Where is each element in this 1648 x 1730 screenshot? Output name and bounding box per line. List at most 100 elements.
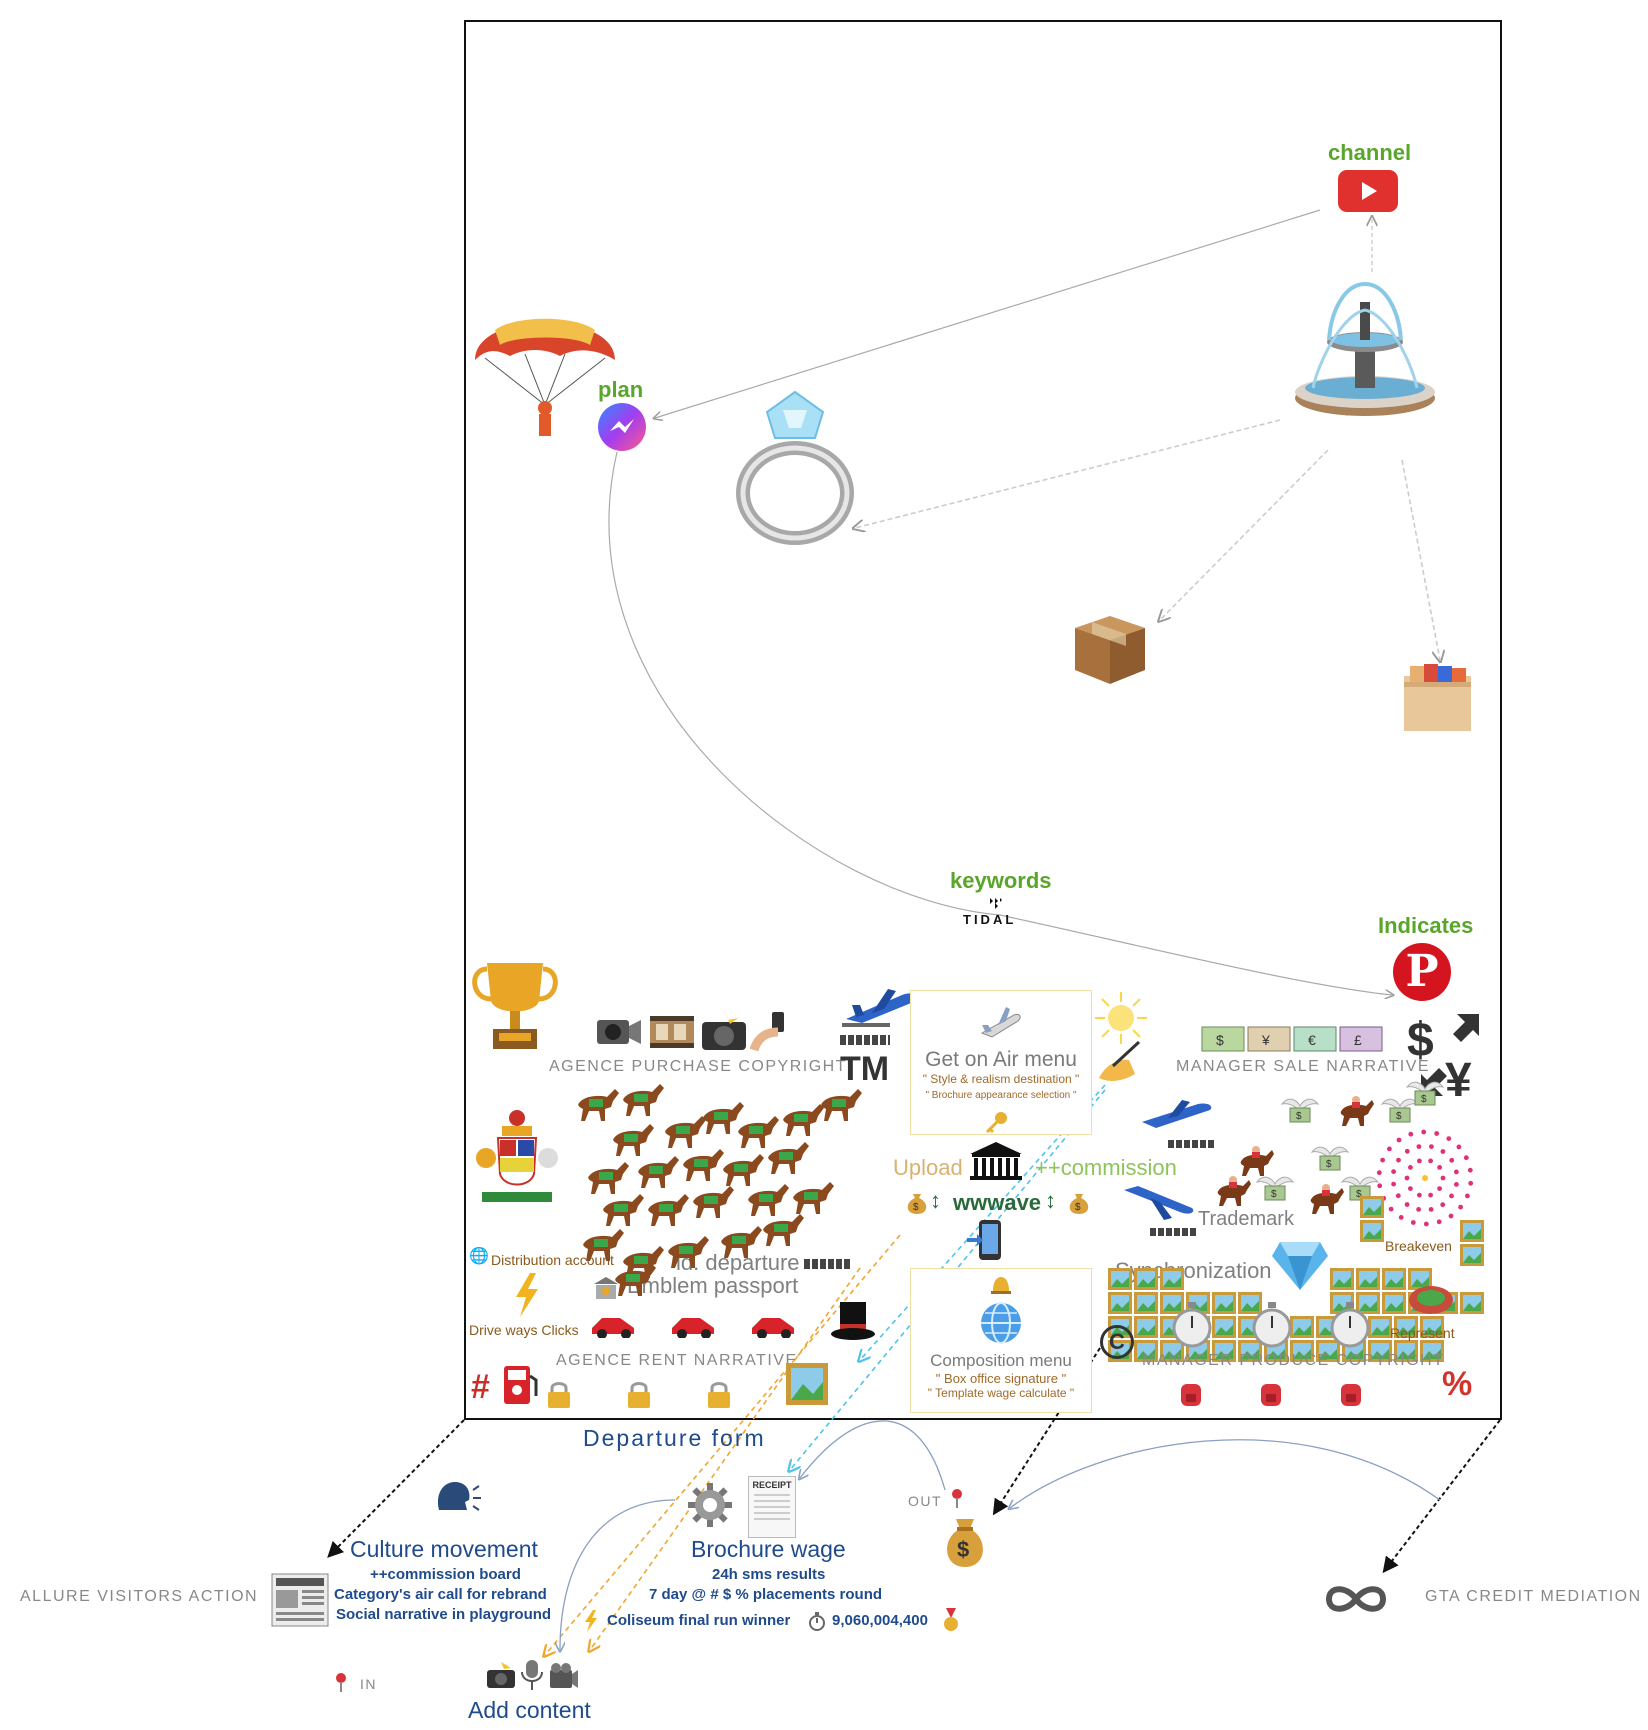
departure-form-label[interactable]: Departure form bbox=[583, 1425, 766, 1451]
agence-rent-label: AGENCE RENT NARRATIVE bbox=[556, 1352, 798, 1369]
backpack-icon-3 bbox=[1338, 1378, 1364, 1413]
framed-picture-icon bbox=[1360, 1220, 1384, 1247]
messenger-icon[interactable] bbox=[598, 403, 646, 451]
framed-picture-icon bbox=[1134, 1316, 1158, 1343]
racehorse-icon bbox=[700, 1098, 746, 1141]
top-hat-icon bbox=[830, 1300, 876, 1349]
globe-icon bbox=[911, 1300, 1091, 1351]
framed-picture-icon bbox=[1160, 1292, 1184, 1319]
framed-picture-icon bbox=[1290, 1316, 1314, 1343]
percent-symbol: % bbox=[1442, 1365, 1473, 1403]
racehorse-icon bbox=[780, 1100, 826, 1143]
get-on-air-title: Get on Air menu bbox=[925, 1048, 1077, 1071]
framed-picture-icon bbox=[1394, 1316, 1418, 1343]
out-label: OUT bbox=[908, 1493, 943, 1509]
trophy-icon bbox=[465, 955, 565, 1060]
composition-menu-box[interactable]: Composition menu " Box office signature … bbox=[910, 1268, 1092, 1413]
racehorse-icon bbox=[575, 1085, 621, 1128]
commission-label[interactable]: ++commission bbox=[1035, 1155, 1177, 1180]
framed-picture-icon bbox=[1460, 1220, 1484, 1247]
culture-title: Culture movement bbox=[350, 1536, 538, 1562]
brochure-line1: 24h sms results bbox=[712, 1566, 826, 1583]
agence-purchase-label: AGENCE PURCHASE COPYRIGHT bbox=[549, 1058, 847, 1075]
updown-arrow-icon-2: ↕ bbox=[1045, 1188, 1056, 1213]
add-content-label[interactable]: Add content bbox=[468, 1697, 591, 1723]
ring-icon[interactable] bbox=[725, 388, 875, 553]
svg-text:£: £ bbox=[1354, 1032, 1362, 1048]
racehorse-icon bbox=[600, 1190, 646, 1233]
race-car-icon-3 bbox=[750, 1310, 796, 1343]
coat-of-arms-icon bbox=[474, 1108, 560, 1213]
framed-picture-icon bbox=[1360, 1196, 1384, 1223]
racehorse-icon bbox=[580, 1225, 626, 1268]
framed-picture-icon bbox=[1134, 1292, 1158, 1319]
racehorse-icon bbox=[680, 1145, 726, 1188]
drive-ways-label: Drive ways Clicks bbox=[469, 1322, 579, 1338]
framed-picture-icon bbox=[1290, 1340, 1314, 1367]
get-on-air-menu-box[interactable]: Get on Air menu " Style & realism destin… bbox=[910, 990, 1092, 1135]
plan-label: plan bbox=[598, 377, 644, 402]
racehorse-icon bbox=[585, 1158, 631, 1201]
package-icon[interactable] bbox=[1070, 608, 1150, 693]
framed-picture-icon bbox=[1330, 1268, 1354, 1295]
receipt-icon[interactable]: RECEIPT bbox=[748, 1476, 796, 1538]
manager-sale-label: MANAGER SALE NARRATIVE bbox=[1176, 1058, 1431, 1075]
indicates-label: Indicates bbox=[1378, 913, 1474, 938]
link-gta-moneybag bbox=[1010, 1439, 1441, 1508]
emblem-passport-label: Emblem passport bbox=[627, 1273, 799, 1298]
racehorse-icon bbox=[610, 1120, 656, 1163]
gear-icon[interactable] bbox=[688, 1483, 732, 1532]
pinterest-icon[interactable]: P bbox=[1393, 943, 1451, 1001]
infinity-icon[interactable] bbox=[1325, 1582, 1387, 1621]
fountain-icon[interactable] bbox=[1285, 270, 1445, 435]
framed-picture-icon bbox=[1238, 1292, 1262, 1319]
mobile-arrow-icon bbox=[965, 1218, 1005, 1267]
composition-sub2: " Template wage calculate " bbox=[927, 1386, 1075, 1400]
framed-picture-icon bbox=[1356, 1292, 1380, 1319]
money-bag-icon[interactable]: $ bbox=[942, 1515, 988, 1576]
racehorse-icon bbox=[690, 1182, 736, 1225]
svg-text:$: $ bbox=[1421, 1094, 1427, 1105]
youtube-icon[interactable] bbox=[1338, 170, 1398, 212]
racehorse-icon bbox=[665, 1232, 711, 1275]
receipt-title: RECEIPT bbox=[752, 1480, 792, 1490]
framed-picture-icon bbox=[1212, 1292, 1236, 1319]
wwwave-label[interactable]: wwwave bbox=[953, 1190, 1042, 1215]
stopwatch-icon bbox=[1170, 1300, 1214, 1353]
svg-text:¥: ¥ bbox=[1261, 1032, 1270, 1048]
keywords-label: keywords bbox=[950, 868, 1052, 893]
svg-text:$: $ bbox=[1407, 1014, 1434, 1067]
lock-icon-3 bbox=[705, 1380, 733, 1415]
framed-picture-icon bbox=[1356, 1268, 1380, 1295]
video-camera-icon bbox=[595, 1010, 643, 1055]
composition-title: Composition menu bbox=[930, 1351, 1072, 1370]
svg-text:$: $ bbox=[1216, 1032, 1224, 1048]
composition-sub1: " Box office signature " bbox=[935, 1371, 1067, 1386]
parachute-icon[interactable] bbox=[465, 290, 625, 455]
backpack-icon-2 bbox=[1258, 1378, 1284, 1413]
breakeven-label: Breakeven bbox=[1385, 1238, 1452, 1254]
unesco-icon bbox=[968, 1140, 1024, 1189]
get-on-air-sub1: " Style & realism destination " bbox=[922, 1072, 1080, 1086]
framed-picture-icon bbox=[1368, 1340, 1392, 1367]
stopwatch-icon-3 bbox=[1328, 1300, 1372, 1353]
small-airplane-icon bbox=[911, 1003, 1091, 1048]
svg-text:$: $ bbox=[1356, 1189, 1362, 1200]
racehorse-icon bbox=[765, 1138, 811, 1181]
flying-money-icon: $ bbox=[1255, 1170, 1295, 1209]
runway-icon-4 bbox=[1150, 1228, 1196, 1236]
represent-label: Represent bbox=[1390, 1325, 1455, 1341]
framed-picture-icon bbox=[1108, 1268, 1132, 1295]
upload-label[interactable]: Upload bbox=[893, 1155, 963, 1180]
microphone-icon bbox=[520, 1658, 544, 1697]
brochure-title: Brochure wage bbox=[691, 1536, 846, 1562]
timer-small-icon bbox=[808, 1612, 826, 1637]
race-car-icon bbox=[590, 1310, 636, 1343]
fuel-pump-icon bbox=[500, 1362, 540, 1411]
framed-picture-icon bbox=[1460, 1292, 1484, 1319]
racehorse-icon bbox=[818, 1085, 864, 1128]
horse-racing-icon bbox=[1308, 1180, 1348, 1221]
money-bag-small-icon: $ bbox=[905, 1188, 929, 1221]
flying-money-icon: $ bbox=[1405, 1075, 1445, 1114]
file-box-icon[interactable] bbox=[1400, 660, 1475, 740]
